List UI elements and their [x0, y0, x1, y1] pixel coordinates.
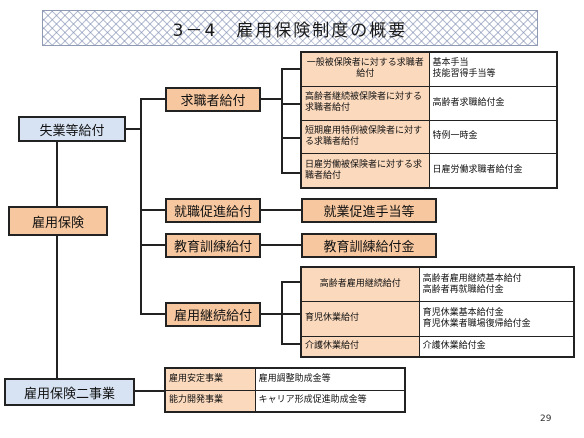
title-banner: 3－4 雇用保険制度の概要 [42, 10, 538, 46]
table-cell-category: 日雇労働被保険者に対する求職者給付 [301, 153, 430, 188]
node-koyo-hoken-nijigyo: 雇用保険二事業 [4, 378, 135, 406]
connector-kyushoku-bracket [281, 68, 283, 174]
table-row: 日雇労働被保険者に対する求職者給付 日雇労働求職者給付金 [301, 153, 557, 188]
connector-kyushoku-table [261, 98, 281, 100]
table-cell-category: 介護休業給付 [301, 335, 420, 358]
table-cell-category: 高齢者雇用継続給付 [301, 266, 420, 303]
connector-spine [56, 141, 58, 380]
table-cell-category: 育児休業給付 [301, 301, 420, 337]
table-row: 介護休業給付 介護休業給付金 [301, 335, 575, 358]
table-koyo-keizoku-kyufu: 高齢者雇用継続給付 高齢者雇用継続基本給付 高齢者再就職給付金 育児休業給付 育… [301, 266, 575, 358]
table-cell-category: 雇用安定事業 [165, 368, 256, 391]
connector-to-kyushoku [140, 98, 165, 100]
connector-shitsugyo-right [126, 128, 140, 130]
node-kyoiku-kunren-kyufukin: 教育訓練給付金 [301, 233, 437, 258]
table-cell-category: 高齢者継続被保険者に対する求職者給付 [301, 85, 430, 121]
table-row: 能力開発事業 キャリア形成促進助成金等 [165, 389, 406, 412]
connector-to-shushoku [140, 209, 165, 211]
connector-to-keizoku [140, 313, 165, 315]
node-koyo-hoken: 雇用保険 [8, 206, 108, 236]
table-row: 高齢者雇用継続給付 高齢者雇用継続基本給付 高齢者再就職給付金 [301, 266, 575, 303]
table-kyushoku-kyufu: 一般被保険者に対する求職者給付 基本手当 技能習得手当等 高齢者継続被保険者に対… [301, 52, 557, 188]
table-cell-category: 一般被保険者に対する求職者給付 [301, 52, 430, 87]
table-cell-program: 雇用調整助成金等 [254, 368, 406, 391]
connector-keizoku-r1 [281, 281, 301, 283]
connector-keizoku-r3 [281, 343, 301, 345]
node-kyushokusha-kyufu: 求職者給付 [165, 87, 261, 112]
table-row: 短期雇用特例被保険者に対する求職者給付 特例一時金 [301, 119, 557, 155]
table-cell-benefit: 基本手当 技能習得手当等 [428, 52, 557, 87]
table-cell-benefit: 介護休業給付金 [418, 335, 575, 358]
connector-kyoiku-kin [261, 244, 301, 246]
connector-keizoku-r2 [281, 313, 301, 315]
node-kyoiku-kunren-kyufu: 教育訓練給付 [165, 233, 261, 258]
page-number: 29 [540, 414, 552, 424]
node-koyo-keizoku-kyufu: 雇用継続給付 [165, 302, 261, 327]
table-row: 一般被保険者に対する求職者給付 基本手当 技能習得手当等 [301, 52, 557, 87]
connector-kyushoku-r4 [281, 172, 301, 174]
table-row: 育児休業給付 育児休業基本給付金 育児休業者職場復帰給付金 [301, 301, 575, 337]
connector-kyushoku-r2 [281, 103, 301, 105]
table-nijigyo: 雇用安定事業 雇用調整助成金等 能力開発事業 キャリア形成促進助成金等 [165, 368, 406, 412]
table-cell-benefit: 高齢者雇用継続基本給付 高齢者再就職給付金 [418, 266, 575, 303]
connector-shushoku-teate [261, 209, 301, 211]
table-cell-benefit: 日雇労働求職者給付金 [428, 153, 557, 188]
connector-to-main [56, 196, 58, 206]
table-cell-benefit: 特例一時金 [428, 119, 557, 155]
table-cell-category: 短期雇用特例被保険者に対する求職者給付 [301, 119, 430, 155]
table-row: 高齢者継続被保険者に対する求職者給付 高齢者求職給付金 [301, 85, 557, 121]
table-cell-benefit: 育児休業基本給付金 育児休業者職場復帰給付金 [418, 301, 575, 337]
connector-nijigyo-table [135, 390, 165, 392]
connector-keizoku-table [261, 313, 281, 315]
table-cell-benefit: 高齢者求職給付金 [428, 85, 557, 121]
node-shushoku-sokushin-kyufu: 就職促進給付 [165, 198, 261, 223]
node-shugyo-sokushin-teate: 就業促進手当等 [301, 198, 437, 223]
table-cell-program: キャリア形成促進助成金等 [254, 389, 406, 412]
connector-to-kyoiku [140, 244, 165, 246]
table-row: 雇用安定事業 雇用調整助成金等 [165, 368, 406, 391]
connector-branch-vertical [140, 98, 142, 314]
node-shitsugyo-tou-kyufu: 失業等給付 [18, 116, 126, 142]
page-title: 3－4 雇用保険制度の概要 [172, 20, 408, 41]
connector-kyushoku-r3 [281, 137, 301, 139]
table-cell-category: 能力開発事業 [165, 389, 256, 412]
connector-kyushoku-r1 [281, 68, 301, 70]
